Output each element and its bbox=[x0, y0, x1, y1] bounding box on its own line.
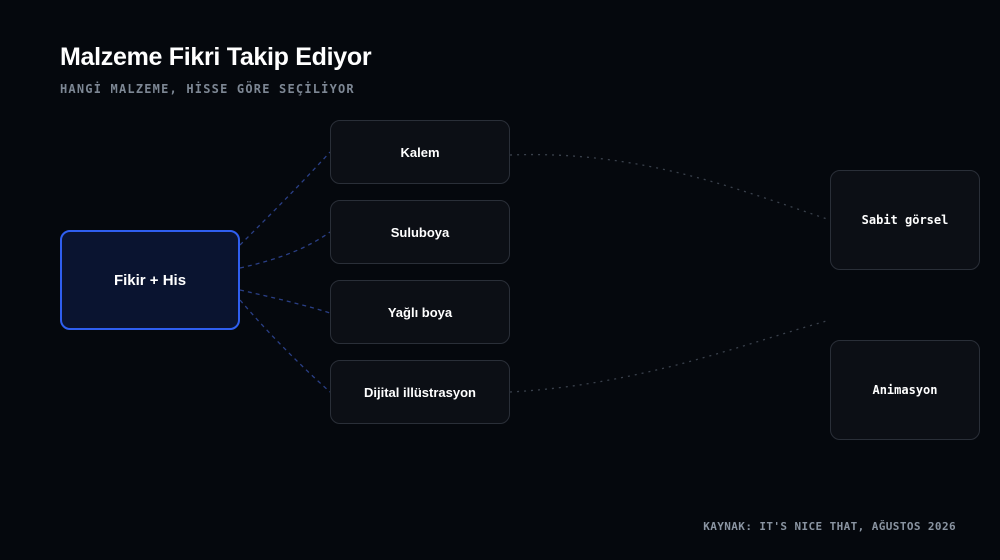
node-material-dijital-illustrasyon: Dijital illüstrasyon bbox=[330, 360, 510, 424]
node-material-label: Kalem bbox=[400, 144, 440, 160]
node-output-label: Animasyon bbox=[872, 383, 938, 397]
node-material-kalem: Kalem bbox=[330, 120, 510, 184]
page-title: Malzeme Fikri Takip Ediyor bbox=[60, 43, 372, 71]
connector-source-to-suluboya bbox=[239, 231, 331, 269]
connector-kalem-to-sabit-gorsel bbox=[509, 153, 831, 221]
node-output-sabit-gorsel: Sabit görsel bbox=[830, 170, 980, 270]
node-source-fikir-his: Fikir + His bbox=[60, 230, 240, 330]
connector-dijital-to-animasyon bbox=[509, 319, 831, 393]
connector-source-to-dijital bbox=[239, 299, 331, 393]
node-material-label: Suluboya bbox=[390, 224, 450, 240]
node-material-label: Dijital illüstrasyon bbox=[364, 384, 476, 400]
connector-source-to-yagli-boya bbox=[239, 289, 331, 314]
node-output-animasyon: Animasyon bbox=[830, 340, 980, 440]
page-subtitle: HANGİ MALZEME, HİSSE GÖRE SEÇİLİYOR bbox=[60, 82, 355, 96]
connector-source-to-kalem bbox=[239, 151, 331, 246]
node-source-label: Fikir + His bbox=[113, 271, 187, 289]
node-output-label: Sabit görsel bbox=[861, 213, 949, 227]
source-caption: KAYNAK: IT'S NICE THAT, AĞUSTOS 2026 bbox=[703, 520, 956, 533]
node-material-suluboya: Suluboya bbox=[330, 200, 510, 264]
node-material-yagli-boya: Yağlı boya bbox=[330, 280, 510, 344]
node-material-label: Yağlı boya bbox=[387, 304, 453, 320]
